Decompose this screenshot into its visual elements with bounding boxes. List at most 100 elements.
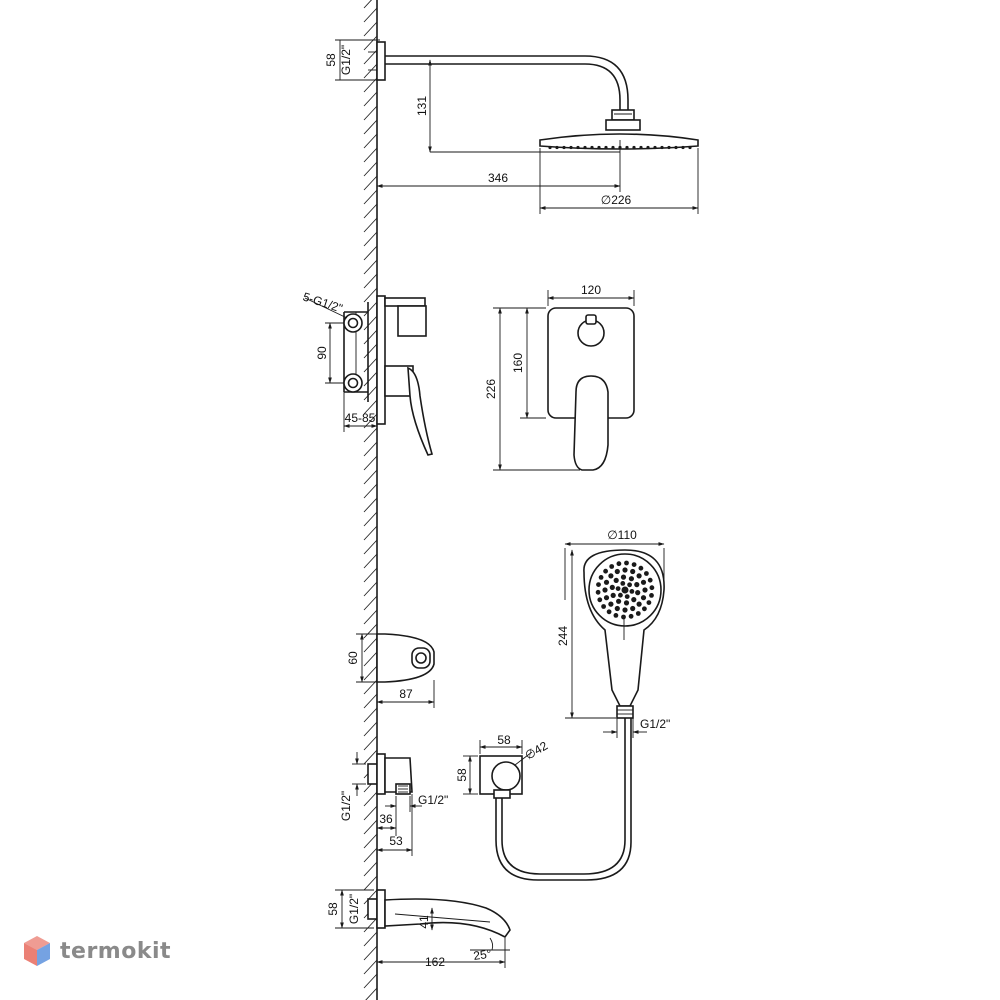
wall-hatch-line [365,987,378,1000]
hand-nozzle-dot [623,600,630,606]
hand-nozzle-dot [597,597,603,603]
hand-nozzle-dot [615,586,621,591]
dim-arm-thread: G1/2" [339,45,353,75]
wall-hatch-line [363,693,378,709]
hand-nozzle-dot [606,609,612,615]
cube-logo-icon [24,936,50,966]
hand-nozzle-dot [630,605,636,612]
hand-nozzle-dot [621,586,629,594]
wall-hatch-line [363,91,378,107]
wall-hatch-line [363,441,378,457]
dim-plate-height: 160 [511,353,525,373]
wall-hatch-line [363,203,378,219]
watermark-logo: termokit [22,934,171,968]
rain-nozzle-dot [548,145,552,150]
wall-hatch-line [363,847,378,863]
dim-outlet-plate-height: 58 [455,768,469,782]
bath-spout-dimensions: 58 G1/2" 41 162 25° [326,889,510,969]
hand-nozzle-dot [631,597,637,603]
wall-hatch-line [363,357,378,373]
hand-nozzle-dot [646,600,652,605]
wall-hatch-line [363,511,378,527]
hand-nozzle-dot [613,613,619,618]
wall-hatch-line [363,161,378,177]
wall-hatch-line [363,399,378,415]
rain-nozzle-dot [674,145,678,150]
wall-hatch-line [363,833,378,849]
hand-nozzle-dot [642,606,647,612]
dim-spout-thread: G1/2" [347,894,361,924]
dim-spout-flange-height: 58 [326,902,340,916]
mixer-side-view [343,295,434,456]
dim-spout-drop: 41 [417,915,431,929]
wall-hatch-line [363,735,378,751]
hand-nozzle-dot [622,607,628,613]
rain-nozzle-dot [569,145,573,150]
wall-hatch-line [363,315,378,331]
hand-nozzle-dot [598,575,604,580]
wall-hatch-line [363,651,378,667]
dim-plate-width: 120 [581,283,601,297]
shower-holder [376,633,435,683]
wall-hatch-line [363,231,378,247]
wall-hatch-line [363,105,378,121]
dim-arm-reach: 346 [488,171,508,185]
wall-hatch-line [363,791,378,807]
dim-spout-angle: 25° [472,947,492,963]
dim-mixer-spacing: 90 [315,346,329,360]
rain-nozzle-dot [660,145,664,150]
wall-hatch-line [363,35,378,51]
wall-outlet-side [367,753,413,795]
wall-hatch-line [363,455,378,471]
hand-nozzle-dot [614,605,620,612]
dim-mixer-outlets: 5-G1/2" [301,290,344,316]
rain-nozzle-dot [611,145,615,150]
wall [363,0,378,1000]
shower-arm-assembly [368,41,699,150]
hand-nozzle-dot [624,560,629,566]
wall-hatch-line [363,861,378,877]
hand-nozzle-dot [609,564,615,569]
dim-hand-thread: G1/2" [640,717,670,731]
wall-hatch-line [363,945,378,961]
wall-hatch-line [363,665,378,681]
hand-nozzle-dot [642,587,648,593]
wall-hatch-line [363,385,378,401]
hand-nozzle-dot [616,561,622,567]
wall-hatch-line [363,553,378,569]
hand-nozzle-dot [622,567,628,573]
dim-outlet-plate-width: 58 [497,733,511,747]
hand-nozzle-dot [614,568,620,575]
dim-outlet-depth-inner: 36 [379,812,393,826]
wall-hatch-line [363,483,378,499]
shower-arm-dimensions: 58 G1/2" 131 346 ∅226 [324,39,699,214]
wall-hatch-line [363,889,378,905]
wall-hatch-line [363,931,378,947]
hand-nozzle-dot [649,585,655,591]
hand-nozzle-dot [624,594,630,599]
hand-nozzle-dot [634,582,640,588]
wall-hatch-line [363,917,378,933]
wall-hatch-line [363,707,378,723]
wall-hatch-line [363,287,378,303]
wall-hatch-line [363,245,378,261]
hand-nozzle-dot [603,579,610,585]
dim-outlet-depth-outer: 53 [389,834,403,848]
hand-nozzle-dot [640,595,647,601]
wall-hatch-line [363,581,378,597]
wall-hatch-line [363,609,378,625]
dim-spout-length: 162 [425,955,445,969]
dim-outlet-hole: ∅42 [523,738,551,762]
rain-head-nozzles [548,145,692,150]
rain-nozzle-dot [632,145,636,150]
hand-nozzle-dot [627,582,632,588]
rain-nozzle-dot [646,145,650,150]
hand-nozzle-dot [629,589,635,594]
hand-nozzle-dot [602,587,608,593]
rain-nozzle-dot [639,145,643,150]
hand-nozzle-dot [647,577,653,583]
wall-hatch-line [363,119,378,135]
watermark-text: termokit [60,938,172,964]
hand-nozzle-dot [635,590,641,596]
rain-nozzle-dot [653,145,657,150]
